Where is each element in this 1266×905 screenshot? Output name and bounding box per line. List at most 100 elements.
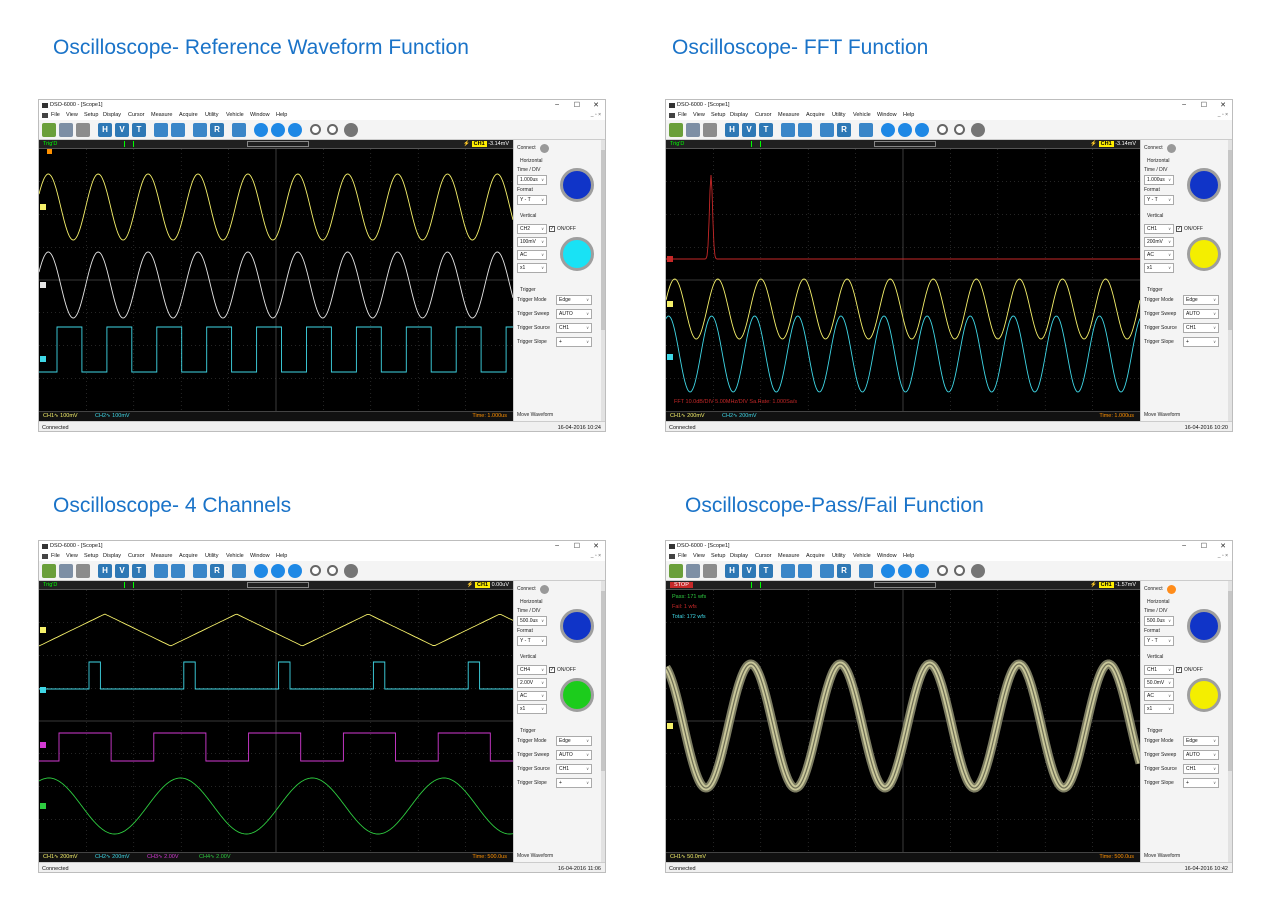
zoom-out-icon[interactable] — [954, 565, 965, 576]
panel-scrollbar[interactable] — [1228, 581, 1232, 862]
trigger-sweep-select[interactable]: AUTO — [1183, 309, 1219, 319]
menu-utility[interactable]: Utility — [832, 112, 846, 118]
vertical-knob[interactable] — [1187, 678, 1221, 712]
cursor-icon[interactable] — [193, 564, 207, 578]
menu-file[interactable]: File — [678, 553, 687, 559]
ch4-marker[interactable] — [40, 803, 46, 809]
channel-label-ch2[interactable]: CH2∿ 100mV — [95, 413, 130, 419]
mdi-controls[interactable]: _ ▫ × — [1217, 553, 1228, 559]
menu-acquire[interactable]: Acquire — [806, 553, 825, 559]
vertical-channel-select[interactable]: CH4 — [517, 665, 547, 675]
zoom-in-icon[interactable] — [310, 124, 321, 135]
vertical-button[interactable]: V — [115, 123, 129, 137]
open-icon[interactable] — [42, 123, 56, 137]
menu-measure[interactable]: Measure — [151, 553, 173, 559]
channel-label-ch1[interactable]: CH1∿ 200mV — [670, 413, 705, 419]
run-icon[interactable] — [271, 123, 285, 137]
stop-icon[interactable] — [288, 123, 302, 137]
menu-acquire[interactable]: Acquire — [806, 112, 825, 118]
vertical-button[interactable]: V — [115, 564, 129, 578]
format-select[interactable]: Y - T — [517, 195, 547, 205]
minimize-button[interactable]: – — [555, 542, 559, 549]
open-icon[interactable] — [669, 564, 683, 578]
close-button[interactable]: ✕ — [1220, 102, 1226, 109]
ch1-marker[interactable] — [40, 627, 46, 633]
ch2-marker[interactable] — [40, 356, 46, 362]
scrollbar-thumb[interactable] — [1228, 591, 1232, 771]
waveform-canvas[interactable] — [39, 149, 513, 411]
maximize-button[interactable]: ☐ — [573, 543, 580, 550]
menu-utility[interactable]: Utility — [832, 553, 846, 559]
menu-file[interactable]: File — [51, 112, 60, 118]
coupling-select[interactable]: AC — [517, 250, 547, 260]
menu-help[interactable]: Help — [903, 112, 915, 118]
menu-measure[interactable]: Measure — [778, 112, 800, 118]
close-button[interactable]: ✕ — [1220, 543, 1226, 550]
trigger-sweep-select[interactable]: AUTO — [556, 750, 592, 760]
print-icon[interactable] — [703, 123, 717, 137]
connect-indicator[interactable] — [1167, 144, 1176, 153]
vertical-knob[interactable] — [560, 678, 594, 712]
maximize-button[interactable]: ☐ — [573, 102, 580, 109]
mdi-controls[interactable]: _ ▫ × — [1217, 112, 1228, 118]
reference-button[interactable]: R — [837, 564, 851, 578]
menu-setup[interactable]: Setup — [711, 112, 726, 118]
waveform-overview[interactable] — [874, 582, 936, 588]
menu-file[interactable]: File — [678, 112, 687, 118]
menu-window[interactable]: Window — [877, 112, 897, 118]
probe-select[interactable]: x1 — [517, 263, 547, 273]
zoom-in-icon[interactable] — [937, 565, 948, 576]
channel-label-ch3[interactable]: CH3∿ 2.00V — [147, 854, 179, 860]
trigger-position-marker[interactable] — [47, 149, 52, 154]
scope-display[interactable] — [39, 590, 513, 852]
scrollbar-thumb[interactable] — [601, 591, 605, 771]
menu-window[interactable]: Window — [250, 553, 270, 559]
ch3-marker[interactable] — [40, 742, 46, 748]
panel-scrollbar[interactable] — [601, 581, 605, 862]
volts-div-select[interactable]: 2.00V — [517, 678, 547, 688]
waveform-canvas[interactable] — [666, 149, 1140, 411]
horizontal-knob[interactable] — [560, 168, 594, 202]
channel-label-ch1[interactable]: CH1∿ 200mV — [43, 854, 78, 860]
measure-icon[interactable] — [781, 564, 795, 578]
trigger-mode-select[interactable]: Edge — [1183, 736, 1219, 746]
menu-cursor[interactable]: Cursor — [128, 553, 145, 559]
trigger-slope-select[interactable]: + — [1183, 337, 1219, 347]
channel-label-ch2[interactable]: CH2∿ 200mV — [95, 854, 130, 860]
ch1-marker[interactable] — [40, 204, 46, 210]
channel-label-ch4[interactable]: CH4∿ 2.00V — [199, 854, 231, 860]
menu-measure[interactable]: Measure — [778, 553, 800, 559]
scope-display[interactable]: FFT 10.0dB/DIV 5.00MHz/DIV Sa.Rate: 1.00… — [666, 149, 1140, 411]
zoom-out-icon[interactable] — [954, 124, 965, 135]
menu-cursor[interactable]: Cursor — [128, 112, 145, 118]
menu-view[interactable]: View — [693, 112, 705, 118]
trigger-sweep-select[interactable]: AUTO — [1183, 750, 1219, 760]
menu-view[interactable]: View — [693, 553, 705, 559]
onoff-checkbox[interactable]: ✓ — [1176, 226, 1182, 232]
vertical-channel-select[interactable]: CH2 — [517, 224, 547, 234]
horizontal-button[interactable]: H — [725, 564, 739, 578]
time-div-select[interactable]: 1.000us — [517, 175, 547, 185]
menu-display[interactable]: Display — [103, 112, 122, 118]
trigger-slope-select[interactable]: + — [556, 778, 592, 788]
save-icon[interactable] — [686, 123, 700, 137]
stop-icon[interactable] — [915, 564, 929, 578]
menu-setup[interactable]: Setup — [711, 553, 726, 559]
coupling-select[interactable]: AC — [1144, 250, 1174, 260]
run-icon[interactable] — [898, 123, 912, 137]
cursor-icon[interactable] — [820, 564, 834, 578]
single-icon[interactable] — [254, 123, 268, 137]
menu-vehicle[interactable]: Vehicle — [226, 553, 244, 559]
horizontal-button[interactable]: H — [98, 123, 112, 137]
time-div-select[interactable]: 500.0us — [1144, 616, 1174, 626]
single-icon[interactable] — [254, 564, 268, 578]
coupling-select[interactable]: AC — [1144, 691, 1174, 701]
single-icon[interactable] — [881, 564, 895, 578]
zoom-out-icon[interactable] — [327, 124, 338, 135]
autoset-icon[interactable] — [232, 564, 246, 578]
vertical-button[interactable]: V — [742, 564, 756, 578]
ch2-marker[interactable] — [40, 687, 46, 693]
save-icon[interactable] — [686, 564, 700, 578]
menu-cursor[interactable]: Cursor — [755, 553, 772, 559]
math-icon[interactable] — [171, 123, 185, 137]
